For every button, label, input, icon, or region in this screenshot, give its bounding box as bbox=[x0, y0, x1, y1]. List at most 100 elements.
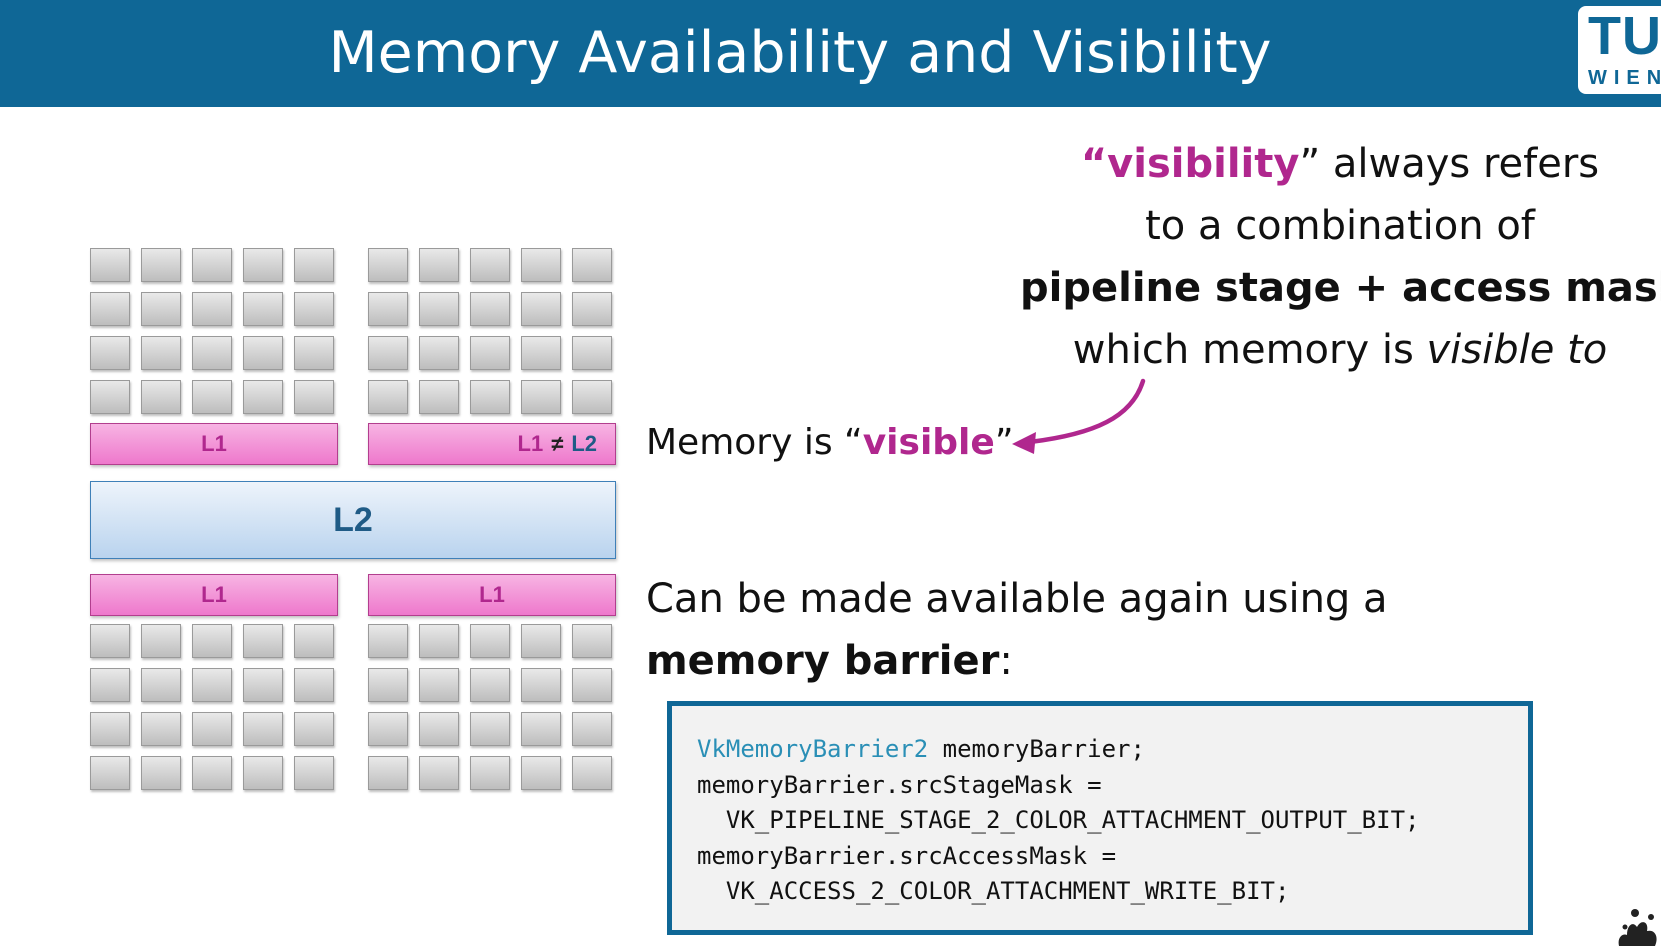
memory-visible-suffix: ” bbox=[994, 422, 1014, 463]
shader-core bbox=[90, 336, 130, 370]
logo-text-tu: TU bbox=[1588, 6, 1661, 66]
open-quote: “ bbox=[1080, 141, 1108, 187]
shader-core bbox=[243, 248, 283, 282]
shader-core bbox=[419, 668, 459, 702]
shader-core bbox=[294, 756, 334, 790]
shader-core bbox=[368, 712, 408, 746]
shader-core bbox=[243, 380, 283, 414]
visibility-note-line-4: which memory is visible to bbox=[1020, 319, 1660, 381]
shader-core bbox=[521, 668, 561, 702]
l2-label: L2 bbox=[571, 431, 597, 456]
l1-label: L1 bbox=[479, 582, 505, 607]
visibility-keyword: visibility bbox=[1107, 141, 1300, 187]
shader-core bbox=[419, 248, 459, 282]
l1-label: L1 bbox=[517, 431, 544, 456]
shader-core bbox=[141, 756, 181, 790]
tu-wien-logo: TU WIEN bbox=[1578, 6, 1661, 94]
l1-cache-top-left: L1 bbox=[90, 423, 338, 465]
available-again-line-2: memory barrier: bbox=[646, 630, 1388, 692]
shader-core bbox=[192, 668, 232, 702]
shader-core bbox=[521, 248, 561, 282]
shader-core bbox=[192, 292, 232, 326]
code-line-5: VK_ACCESS_2_COLOR_ATTACHMENT_WRITE_BIT; bbox=[697, 877, 1290, 905]
shader-core bbox=[368, 756, 408, 790]
shader-core bbox=[470, 668, 510, 702]
l2-cache-label: L2 bbox=[333, 500, 373, 539]
shader-core bbox=[572, 668, 612, 702]
colon: : bbox=[999, 638, 1013, 684]
shader-core bbox=[243, 292, 283, 326]
shader-core bbox=[470, 336, 510, 370]
shader-core bbox=[572, 624, 612, 658]
shader-core bbox=[470, 248, 510, 282]
shader-core bbox=[368, 668, 408, 702]
shader-core bbox=[192, 380, 232, 414]
code-type-name: VkMemoryBarrier2 bbox=[697, 735, 929, 763]
shader-core bbox=[419, 624, 459, 658]
shader-core bbox=[294, 248, 334, 282]
code-line-3: VK_PIPELINE_STAGE_2_COLOR_ATTACHMENT_OUT… bbox=[697, 806, 1420, 834]
shader-core bbox=[470, 756, 510, 790]
shader-core bbox=[192, 248, 232, 282]
shader-core bbox=[521, 712, 561, 746]
ink-splat-icon bbox=[1618, 909, 1657, 946]
shader-core bbox=[368, 248, 408, 282]
shader-core bbox=[141, 712, 181, 746]
shader-core bbox=[141, 624, 181, 658]
not-equal-symbol: ≠ bbox=[551, 431, 564, 456]
logo-text-wien: WIEN bbox=[1588, 67, 1661, 89]
shader-core bbox=[572, 248, 612, 282]
shader-core bbox=[470, 712, 510, 746]
l1-cache-bottom-left: L1 bbox=[90, 574, 338, 616]
shader-core bbox=[90, 380, 130, 414]
l1-not-equal-l2-label: L1 ≠ L2 bbox=[369, 424, 615, 464]
slide-title: Memory Availability and Visibility bbox=[328, 20, 1272, 86]
shader-core bbox=[90, 668, 130, 702]
memory-visible-prefix: Memory is “ bbox=[646, 422, 863, 463]
shader-core bbox=[192, 336, 232, 370]
visible-to-italic: visible to bbox=[1426, 327, 1608, 373]
shader-core bbox=[192, 712, 232, 746]
available-again-line-1: Can be made available again using a bbox=[646, 576, 1388, 622]
shader-core bbox=[90, 712, 130, 746]
shader-core bbox=[294, 292, 334, 326]
shader-core bbox=[419, 336, 459, 370]
code-line-2: memoryBarrier.srcStageMask = bbox=[697, 770, 1102, 799]
shader-core bbox=[572, 756, 612, 790]
visible-keyword: visible bbox=[862, 422, 995, 463]
l1-label: L1 bbox=[201, 582, 227, 607]
shader-core bbox=[521, 624, 561, 658]
shader-core bbox=[294, 336, 334, 370]
shader-core bbox=[192, 624, 232, 658]
shader-core bbox=[90, 292, 130, 326]
l1-cache-bottom-right: L1 bbox=[368, 574, 616, 616]
l2-cache: L2 bbox=[90, 481, 616, 559]
shader-core bbox=[90, 248, 130, 282]
shader-core bbox=[294, 668, 334, 702]
visibility-note: “visibility” always refers to a combinat… bbox=[1020, 133, 1661, 381]
shader-core bbox=[572, 380, 612, 414]
shader-core bbox=[521, 336, 561, 370]
visibility-note-line-2: to a combination of bbox=[1145, 203, 1535, 249]
code-snippet: VkMemoryBarrier2 memoryBarrier; memoryBa… bbox=[667, 701, 1533, 935]
shader-core bbox=[419, 756, 459, 790]
memory-barrier-keyword: memory barrier bbox=[646, 638, 1000, 684]
available-again-text: Can be made available again using a memo… bbox=[646, 568, 1388, 692]
shader-core bbox=[141, 380, 181, 414]
shader-core bbox=[294, 712, 334, 746]
shader-core bbox=[243, 756, 283, 790]
shader-core bbox=[141, 248, 181, 282]
shader-core bbox=[294, 380, 334, 414]
shader-core bbox=[243, 668, 283, 702]
memory-visible-label: Memory is “visible” bbox=[646, 418, 1013, 468]
shader-core bbox=[572, 712, 612, 746]
visibility-note-line-3: pipeline stage + access mask bbox=[1020, 265, 1661, 311]
shader-core bbox=[243, 712, 283, 746]
shader-core bbox=[419, 380, 459, 414]
shader-core bbox=[419, 712, 459, 746]
shader-core bbox=[368, 336, 408, 370]
shader-core bbox=[90, 624, 130, 658]
shader-core bbox=[192, 756, 232, 790]
shader-core bbox=[470, 624, 510, 658]
visibility-note-text: which memory is bbox=[1072, 327, 1427, 373]
